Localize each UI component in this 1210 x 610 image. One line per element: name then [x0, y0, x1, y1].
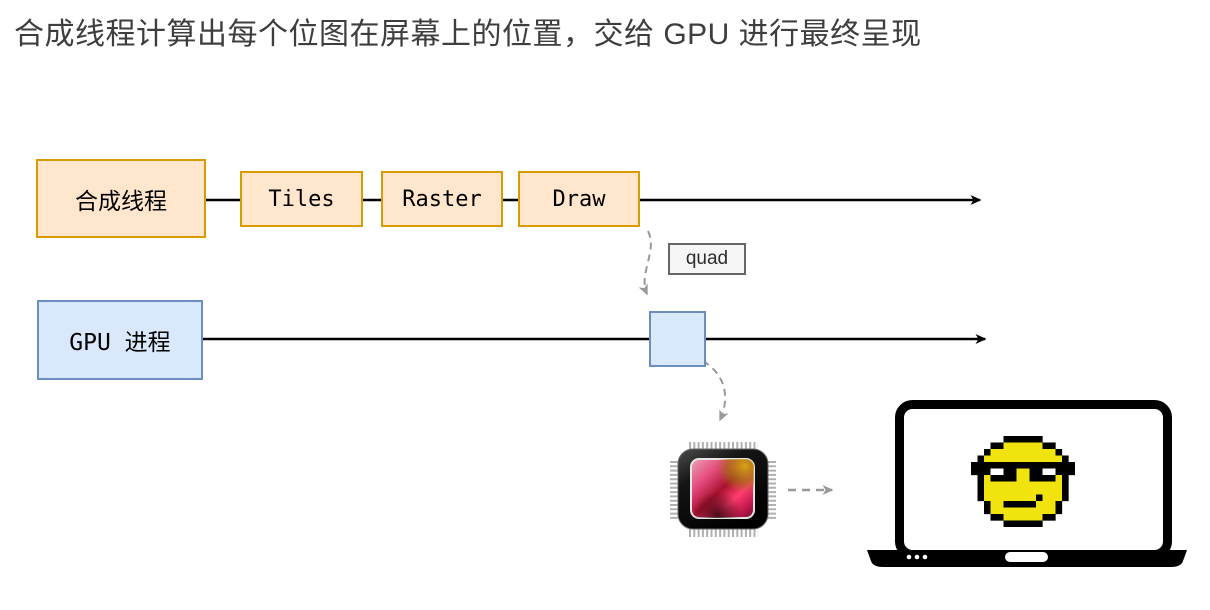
laptop-trackpad-notch: [1005, 552, 1048, 562]
step-box-tiles: Tiles: [240, 171, 363, 227]
quad-badge-label: quad: [685, 248, 729, 269]
compositor-thread-label: 合成线程: [75, 187, 167, 214]
quad-badge: quad: [668, 243, 746, 275]
page-title: 合成线程计算出每个位图在屏幕上的位置，交给 GPU 进行最终呈现: [14, 18, 922, 51]
frame-quad-box: [649, 311, 706, 367]
laptop-base-dot: [906, 554, 912, 560]
step-label-tiles: Tiles: [268, 186, 335, 212]
laptop-base-dot: [922, 554, 928, 560]
quad-flow-dashed-arrow: [638, 230, 652, 296]
cool-smiley-pixel-emoji: [971, 436, 1075, 527]
step-label-raster: Raster: [402, 186, 482, 212]
frame-to-gpu-dashed-arrow: [702, 360, 729, 422]
compositor-thread-box: 合成线程: [36, 159, 206, 238]
step-box-draw: Draw: [518, 171, 640, 227]
gpu-process-box: GPU 进程: [37, 300, 203, 380]
gpu-process-label: GPU 进程: [69, 330, 171, 356]
step-label-draw: Draw: [552, 186, 606, 212]
laptop-base-dot: [914, 554, 920, 560]
gpu-chip-icon: [670, 442, 776, 537]
chip-core-image: [690, 458, 755, 519]
step-box-raster: Raster: [381, 171, 503, 227]
